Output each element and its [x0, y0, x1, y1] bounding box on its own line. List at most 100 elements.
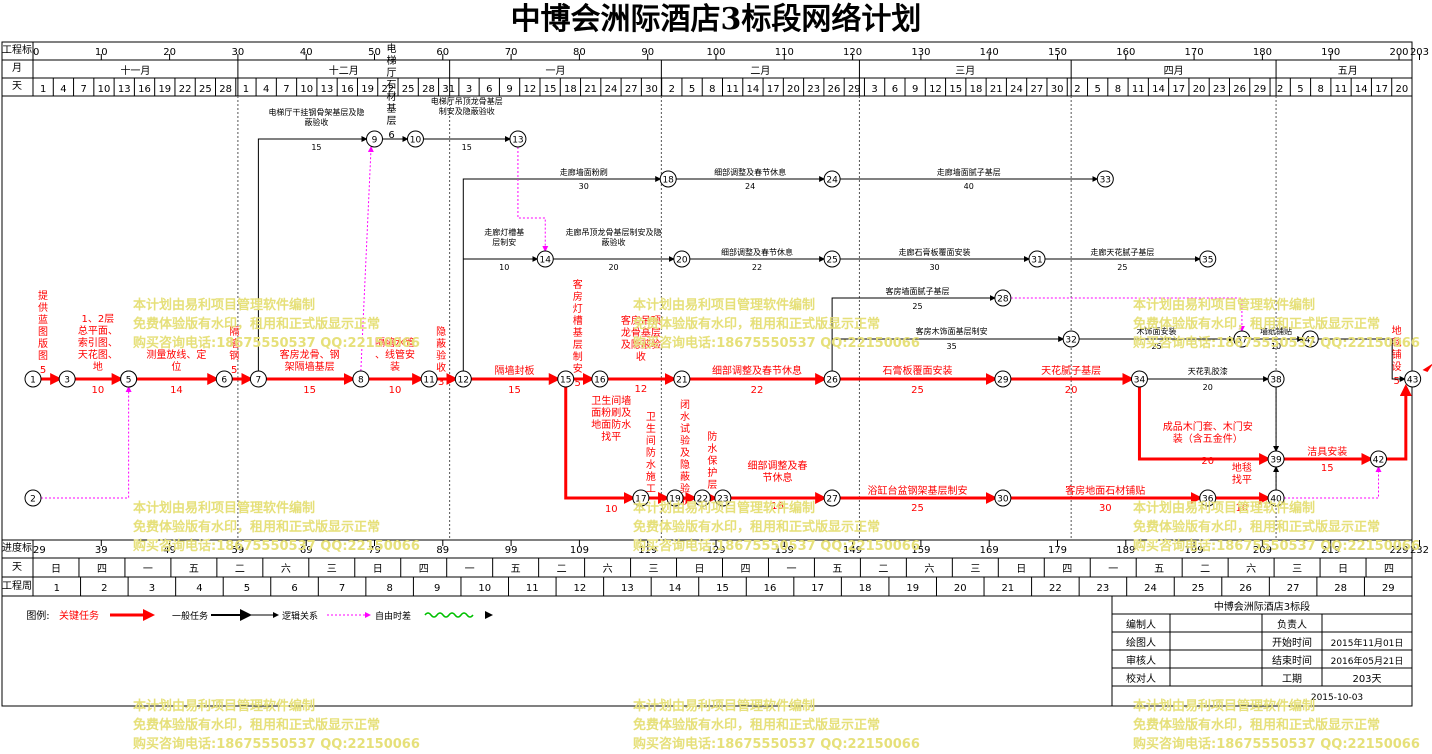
week-label: 29 — [1382, 583, 1395, 594]
task-name: 索引图、 — [78, 336, 118, 349]
task-name: 基 — [573, 326, 583, 339]
task-name: 试 — [680, 422, 690, 435]
scale-tick-label: 59 — [232, 545, 245, 556]
task-name: 图 — [38, 350, 48, 362]
node-11: 11 — [420, 370, 438, 388]
scale-tick-label: 120 — [843, 47, 862, 58]
node-number: 2 — [30, 495, 36, 505]
info-responsible-label: 负责人 — [1277, 618, 1307, 631]
task-arrow — [1386, 384, 1412, 461]
weekday-label: 三 — [649, 564, 659, 575]
weekday-label: 四 — [1384, 564, 1394, 575]
task-arrow — [564, 387, 636, 504]
scale-tick-label: 60 — [436, 47, 449, 58]
scale-tick-label: 30 — [232, 47, 245, 58]
scale-tick-label: 232 — [1410, 545, 1429, 556]
node-circle — [1267, 489, 1285, 507]
day-label: 18 — [564, 84, 577, 95]
node-number: 38 — [1270, 376, 1282, 386]
task-name: 浴缸台盆钢架基层制安 — [867, 484, 967, 497]
node-circle — [1062, 330, 1080, 348]
node-circle — [1233, 330, 1251, 348]
node-number: 6 — [221, 376, 227, 386]
scale-tick-label: 10 — [95, 47, 108, 58]
task-name: 收 — [680, 494, 690, 507]
task-name: 层 — [573, 339, 583, 351]
day-label: 10 — [300, 84, 313, 95]
task-duration: 10 — [499, 263, 509, 272]
node-42: 42 — [1370, 450, 1388, 468]
task-name: 收 — [436, 361, 446, 374]
week-label: 25 — [1192, 583, 1205, 594]
task-duration: 3 — [438, 377, 444, 388]
weekday-label: 六 — [1246, 563, 1256, 575]
info-start-value: 2015年11月01日 — [1331, 637, 1404, 649]
task-name: 1、2层 — [82, 313, 115, 325]
task-duration: 24 — [745, 182, 755, 191]
node-number: 29 — [997, 376, 1009, 386]
task-arrow — [462, 176, 662, 371]
weekday-label: 二 — [878, 564, 888, 575]
weekday-label: 日 — [373, 564, 383, 575]
node-number: 26 — [826, 376, 838, 386]
task-name: 细部调整及春节休息 — [721, 247, 793, 257]
day-label: 18 — [970, 84, 983, 95]
weekday-label: 六 — [924, 563, 934, 575]
task-duration: 30 — [579, 182, 589, 191]
day-label: 25 — [199, 84, 212, 95]
weekday-label: 三 — [1292, 564, 1302, 575]
task-name: 墙 — [229, 337, 239, 350]
month-label: 十一月 — [120, 64, 150, 77]
node-circle — [994, 289, 1012, 307]
month-label: 二月 — [750, 65, 770, 77]
scale-tick-label: 50 — [368, 47, 381, 58]
week-label: 22 — [1049, 583, 1062, 594]
week-label: 18 — [859, 583, 872, 594]
node-19: 19 — [666, 489, 684, 507]
scale-tick-label: 119 — [638, 545, 657, 556]
task-name: 客 — [573, 278, 583, 291]
week-label: 12 — [573, 583, 586, 594]
task-name: 石 — [387, 80, 397, 91]
info-end-label: 结束时间 — [1272, 654, 1312, 667]
month-row-label: 月 — [12, 62, 22, 74]
node-circle — [249, 370, 267, 388]
scale-tick-label: 20 — [163, 47, 176, 58]
node-13: 13 — [509, 130, 527, 148]
day-label: 12 — [523, 84, 536, 95]
task-name: 装（含五金件） — [1173, 432, 1243, 445]
weekday-label: 日 — [1016, 564, 1026, 575]
task-duration: 20 — [1203, 383, 1213, 392]
task-duration: 5 — [575, 378, 581, 389]
node-circle — [536, 250, 554, 268]
day-label: 24 — [605, 84, 618, 95]
node-circle — [406, 130, 424, 148]
day-label: 1 — [40, 84, 46, 95]
day-label: 10 — [98, 84, 111, 95]
node-number: 17 — [635, 495, 646, 505]
weekday-label: 一 — [465, 564, 475, 575]
node-number: 34 — [1134, 376, 1146, 386]
scale-tick-label: 139 — [775, 545, 794, 556]
node-22: 22 — [693, 489, 711, 507]
task-name: 走廊石膏板覆面安装 — [899, 247, 971, 257]
task-name: 及 — [680, 447, 690, 459]
scale-tick-label: 200 — [1389, 47, 1408, 58]
node-15: 15 — [557, 370, 575, 388]
node-number: 15 — [560, 376, 571, 386]
day-label: 6 — [486, 84, 492, 95]
chart-title: 中博会洲际酒店3标段网络计划 — [510, 2, 922, 37]
day-label: 29 — [1254, 84, 1267, 95]
task-name: 地 — [93, 360, 103, 373]
node-circle — [632, 489, 650, 507]
info-print-date: 2015-10-03 — [1311, 693, 1363, 703]
node-30: 30 — [994, 489, 1012, 507]
weekday-label: 四 — [740, 564, 750, 575]
node-circle — [58, 370, 76, 388]
node-18: 18 — [659, 170, 677, 188]
day-label: 6 — [892, 84, 898, 95]
node-number: 24 — [826, 176, 838, 186]
task-name: 测量放线、定 — [146, 348, 206, 361]
day-label: 23 — [807, 84, 820, 95]
